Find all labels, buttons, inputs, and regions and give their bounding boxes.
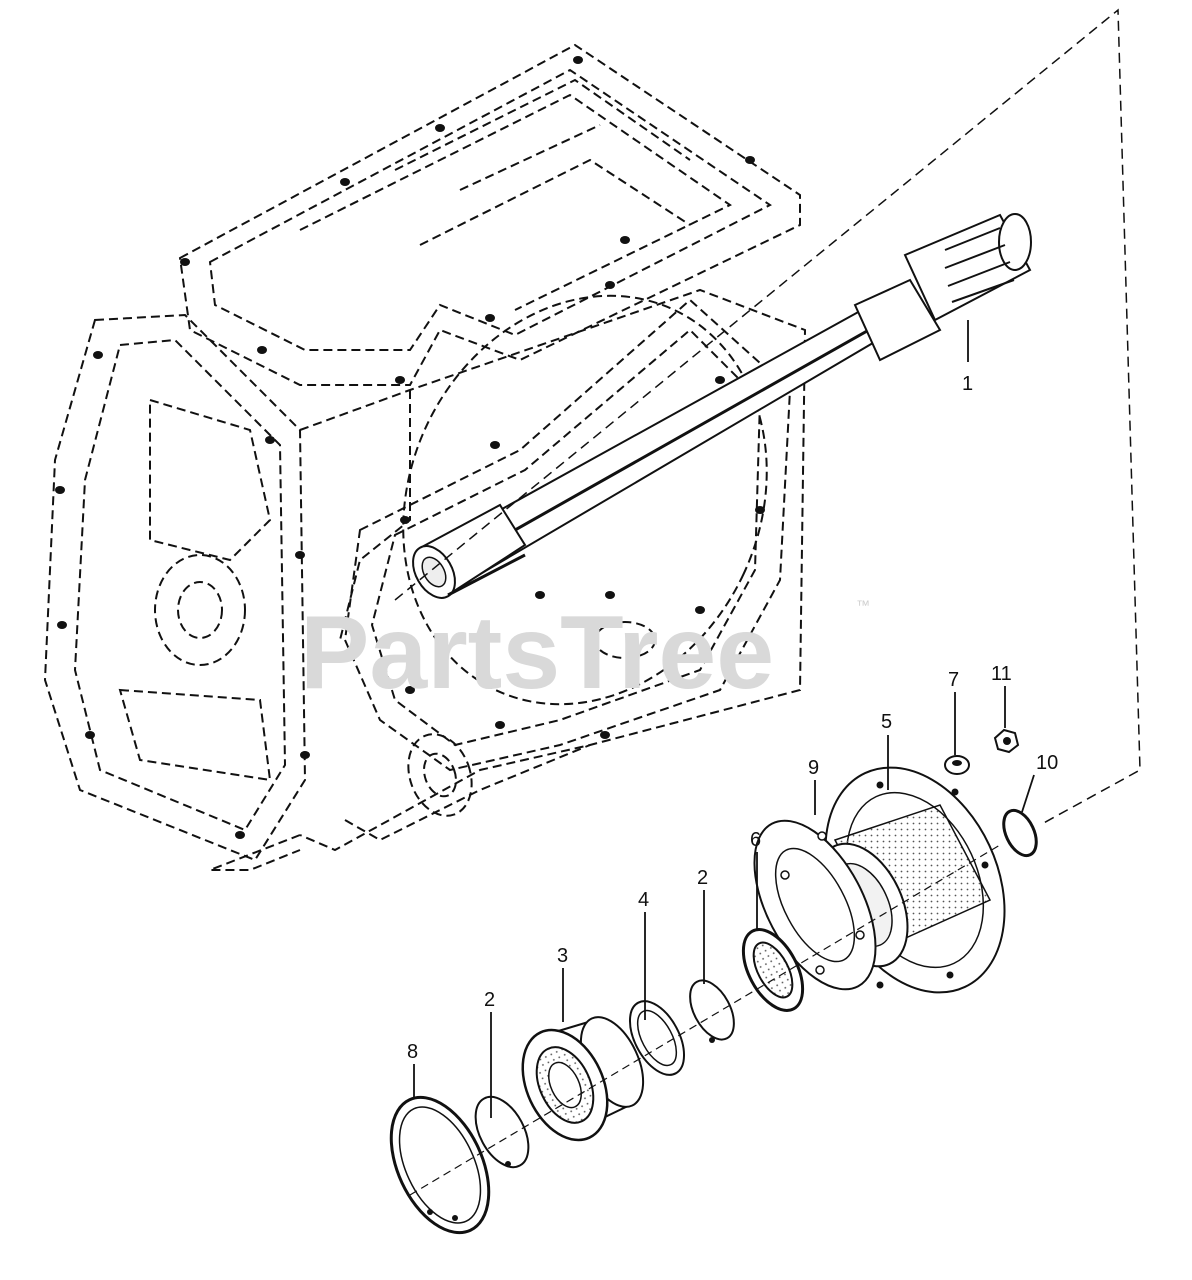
part-6-oil-seal <box>741 928 805 1012</box>
assembly-axis-line <box>409 844 1001 1196</box>
part-2-snap-ring-lower <box>474 1095 530 1169</box>
part-9-gasket <box>753 819 877 991</box>
callout-8: 8 <box>407 1041 418 1063</box>
callout-2-lower: 2 <box>484 989 495 1011</box>
callout-7: 7 <box>948 669 959 691</box>
watermark: PartsTree ™ <box>300 595 870 711</box>
part-10-snap-ring <box>1002 808 1038 858</box>
part-3-ball-bearing <box>521 1016 645 1142</box>
callout-11: 11 <box>991 663 1012 685</box>
part-1-pto-shaft <box>394 8 1141 826</box>
part-8-retaining-ring <box>389 1095 491 1235</box>
callout-3: 3 <box>557 945 568 967</box>
part-2-snap-ring-upper <box>689 979 735 1043</box>
callout-4: 4 <box>638 889 649 911</box>
callout-9: 9 <box>808 757 819 779</box>
callout-10: 10 <box>1036 752 1058 774</box>
transmission-housing <box>43 43 807 871</box>
callout-5: 5 <box>881 711 892 733</box>
callout-1: 1 <box>962 373 973 395</box>
callout-2-upper: 2 <box>697 867 708 889</box>
watermark-text: PartsTree <box>300 595 774 711</box>
housing-bolt-holes <box>55 56 765 839</box>
trademark-symbol: ™ <box>856 597 870 613</box>
part-7-lock-washer <box>944 755 970 775</box>
callout-6: 6 <box>750 829 761 851</box>
part-4-washer <box>628 1000 686 1076</box>
leader-lines <box>413 320 1035 1118</box>
part-11-nut <box>993 728 1020 754</box>
callout-labels: 1 2 2 3 4 5 6 7 8 9 10 11 <box>407 373 1058 1063</box>
